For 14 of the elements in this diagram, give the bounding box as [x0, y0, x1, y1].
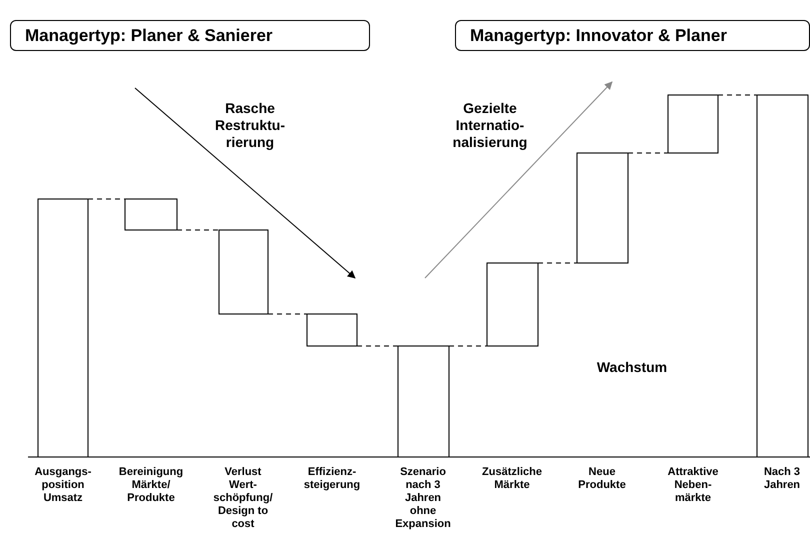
category-label: Attraktive Neben- märkte — [666, 466, 720, 505]
category-label: Zusätzliche Märkte — [481, 466, 543, 492]
heading-box: Managertyp: Planer & Sanierer — [10, 20, 370, 51]
annotation-text: Rasche Restruktu- rierung — [214, 100, 286, 151]
category-label: Effizienz- steigerung — [302, 466, 362, 492]
annotation-text: Gezielte Internatio- nalisierung — [452, 100, 528, 151]
category-label: Neue Produkte — [577, 466, 627, 492]
category-label: Szenario nach 3 Jahren ohne Expansion — [394, 466, 452, 531]
category-label: Nach 3 Jahren — [762, 466, 802, 492]
annotation-text: Wachstum — [596, 359, 668, 376]
heading-box: Managertyp: Innovator & Planer — [455, 20, 810, 51]
category-label: Ausgangs- position Umsatz — [34, 466, 92, 505]
category-label: Bereinigung Märkte/ Produkte — [118, 466, 184, 505]
category-label: Verlust Wert- schöpfung/ Design to cost — [212, 466, 274, 531]
